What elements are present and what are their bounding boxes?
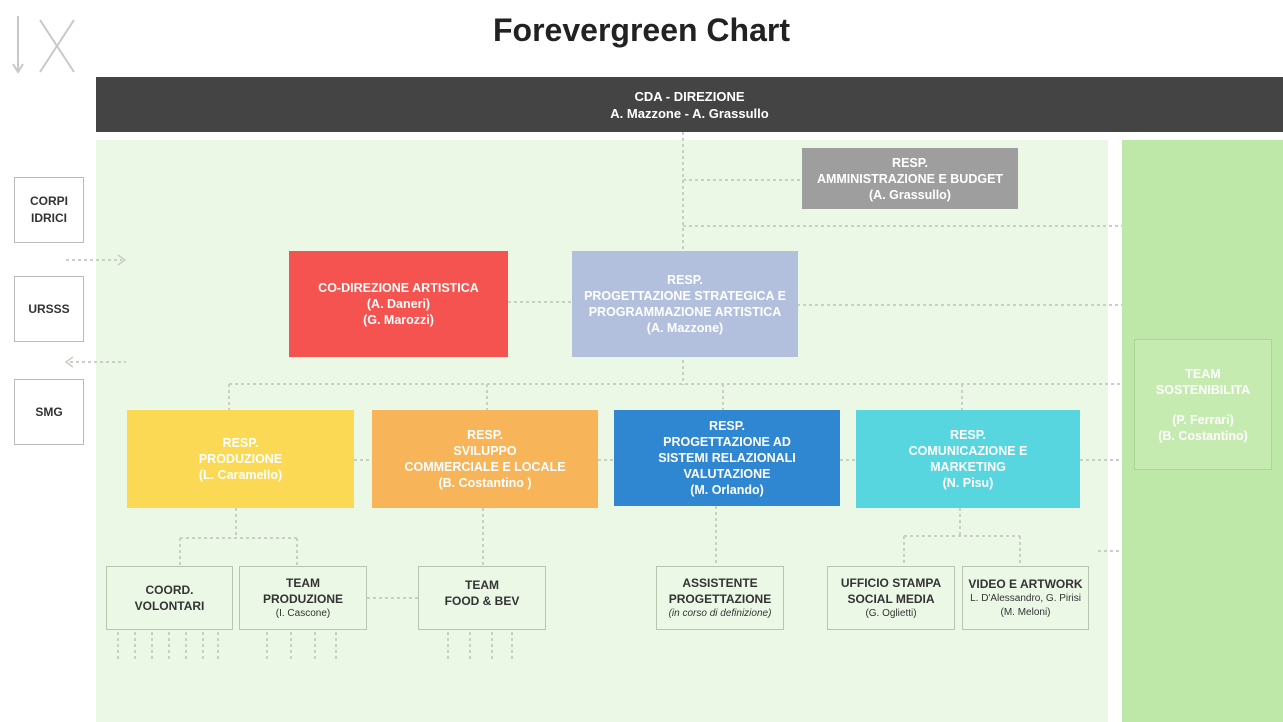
svil-title-1: SVILUPPO (453, 444, 517, 458)
team-sost-name-2: (B. Costantino) (1158, 428, 1248, 443)
coord-volontari-box: COORD. VOLONTARI (106, 566, 233, 630)
food-label-1: TEAM (465, 578, 499, 592)
team-food-bev-box: TEAM FOOD & BEV (418, 566, 546, 630)
resp-sviluppo-box: RESP. SVILUPPO COMMERCIALE E LOCALE (B. … (372, 410, 598, 508)
side-box-ursss: URSSS (14, 276, 84, 342)
svil-title-2: COMMERCIALE E LOCALE (404, 460, 566, 474)
side-box-corpi-idrici: CORPI IDRICI (14, 177, 84, 243)
codir-title: CO-DIREZIONE ARTISTICA (318, 281, 479, 295)
smg-label: SMG (35, 404, 63, 419)
rel-title-2: SISTEMI RELAZIONALI (658, 451, 796, 465)
food-label-2: FOOD & BEV (444, 594, 520, 608)
rel-role: RESP. (709, 419, 745, 433)
strat-role: RESP. (667, 273, 703, 287)
video-names: L. D'Alessandro, G. Pirisi (970, 593, 1081, 604)
co-direzione-artistica-box: CO-DIREZIONE ARTISTICA (A. Daneri) (G. M… (289, 251, 508, 357)
strat-title-1: PROGETTAZIONE STRATEGICA E (584, 289, 786, 303)
resp-progettazione-relazionali-box: RESP. PROGETTAZIONE AD SISTEMI RELAZIONA… (614, 410, 840, 506)
video-artwork-box: VIDEO E ARTWORK L. D'Alessandro, G. Piri… (962, 566, 1089, 630)
codir-name-2: (G. Marozzi) (363, 313, 434, 327)
strat-name: (A. Mazzone) (646, 321, 724, 335)
video-label: VIDEO E ARTWORK (968, 577, 1083, 591)
logo (10, 12, 80, 78)
admin-title: AMMINISTRAZIONE E BUDGET (816, 171, 1004, 186)
strat-title-2: PROGRAMMAZIONE ARTISTICA (588, 305, 782, 319)
svil-role: RESP. (467, 428, 503, 442)
logo-icon (12, 16, 75, 74)
coord-label-2: VOLONTARI (134, 599, 205, 613)
com-title-1: COMUNICAZIONE E (908, 444, 1028, 458)
svil-name: (B. Costantino ) (438, 476, 532, 490)
assist-label-1: ASSISTENTE (682, 576, 758, 590)
com-role: RESP. (950, 428, 986, 442)
team-sost-title: SOSTENIBILITA (1155, 382, 1251, 397)
prod-role: RESP. (222, 436, 259, 450)
uff-name: (G. Oglietti) (865, 608, 917, 619)
tprod-name: (I. Cascone) (275, 608, 331, 619)
team-sost-label: TEAM (1185, 366, 1221, 381)
resp-comunicazione-box: RESP. COMUNICAZIONE E MARKETING (N. Pisu… (856, 410, 1080, 508)
cda-direzione-box: CDA - DIREZIONE A. Mazzone - A. Grassull… (96, 77, 1283, 132)
com-name: (N. Pisu) (942, 476, 994, 490)
team-sost-name-1: (P. Ferrari) (1172, 412, 1234, 427)
coord-label-1: COORD. (145, 583, 194, 597)
idrici-label: IDRICI (31, 211, 67, 225)
tprod-label-1: TEAM (286, 576, 320, 590)
team-produzione-box: TEAM PRODUZIONE (I. Cascone) (239, 566, 367, 630)
chart-title: Forevergreen Chart (493, 12, 790, 48)
assist-label-2: PROGETTAZIONE (668, 592, 772, 606)
prod-name: (L. Caramello) (198, 468, 283, 482)
resp-produzione-box: RESP. PRODUZIONE (L. Caramello) (127, 410, 354, 508)
com-title-2: MARKETING (930, 460, 1006, 474)
codir-name-1: (A. Daneri) (366, 297, 431, 311)
ursss-label: URSSS (28, 301, 70, 316)
side-box-smg: SMG (14, 379, 84, 445)
cda-label: CDA - DIREZIONE (634, 88, 745, 104)
prod-title: PRODUZIONE (198, 452, 283, 466)
assist-note: (in corso di definizione) (668, 608, 772, 619)
resp-progettazione-strategica-box: RESP. PROGETTAZIONE STRATEGICA E PROGRAM… (572, 251, 798, 357)
cda-names: A. Mazzone - A. Grassullo (610, 105, 769, 121)
tprod-label-2: PRODUZIONE (262, 592, 343, 606)
rel-name: (M. Orlando) (690, 483, 764, 497)
uff-label-1: UFFICIO STAMPA (840, 576, 942, 590)
resp-amministrazione-box: RESP. AMMINISTRAZIONE E BUDGET (A. Grass… (802, 148, 1018, 209)
rel-title-1: PROGETTAZIONE AD (663, 435, 791, 449)
rel-title-3: VALUTAZIONE (683, 467, 771, 481)
assistente-progettazione-box: ASSISTENTE PROGETTAZIONE (in corso di de… (656, 566, 784, 630)
video-name-2: (M. Meloni) (1000, 607, 1051, 618)
admin-role: RESP. (892, 155, 928, 170)
ufficio-stampa-box: UFFICIO STAMPA SOCIAL MEDIA (G. Oglietti… (827, 566, 955, 630)
uff-label-2: SOCIAL MEDIA (847, 592, 935, 606)
team-sostenibilita-box: TEAM SOSTENIBILITA (P. Ferrari) (B. Cost… (1134, 339, 1272, 470)
admin-name: (A. Grassullo) (869, 187, 951, 202)
corpi-label: CORPI (29, 194, 68, 208)
